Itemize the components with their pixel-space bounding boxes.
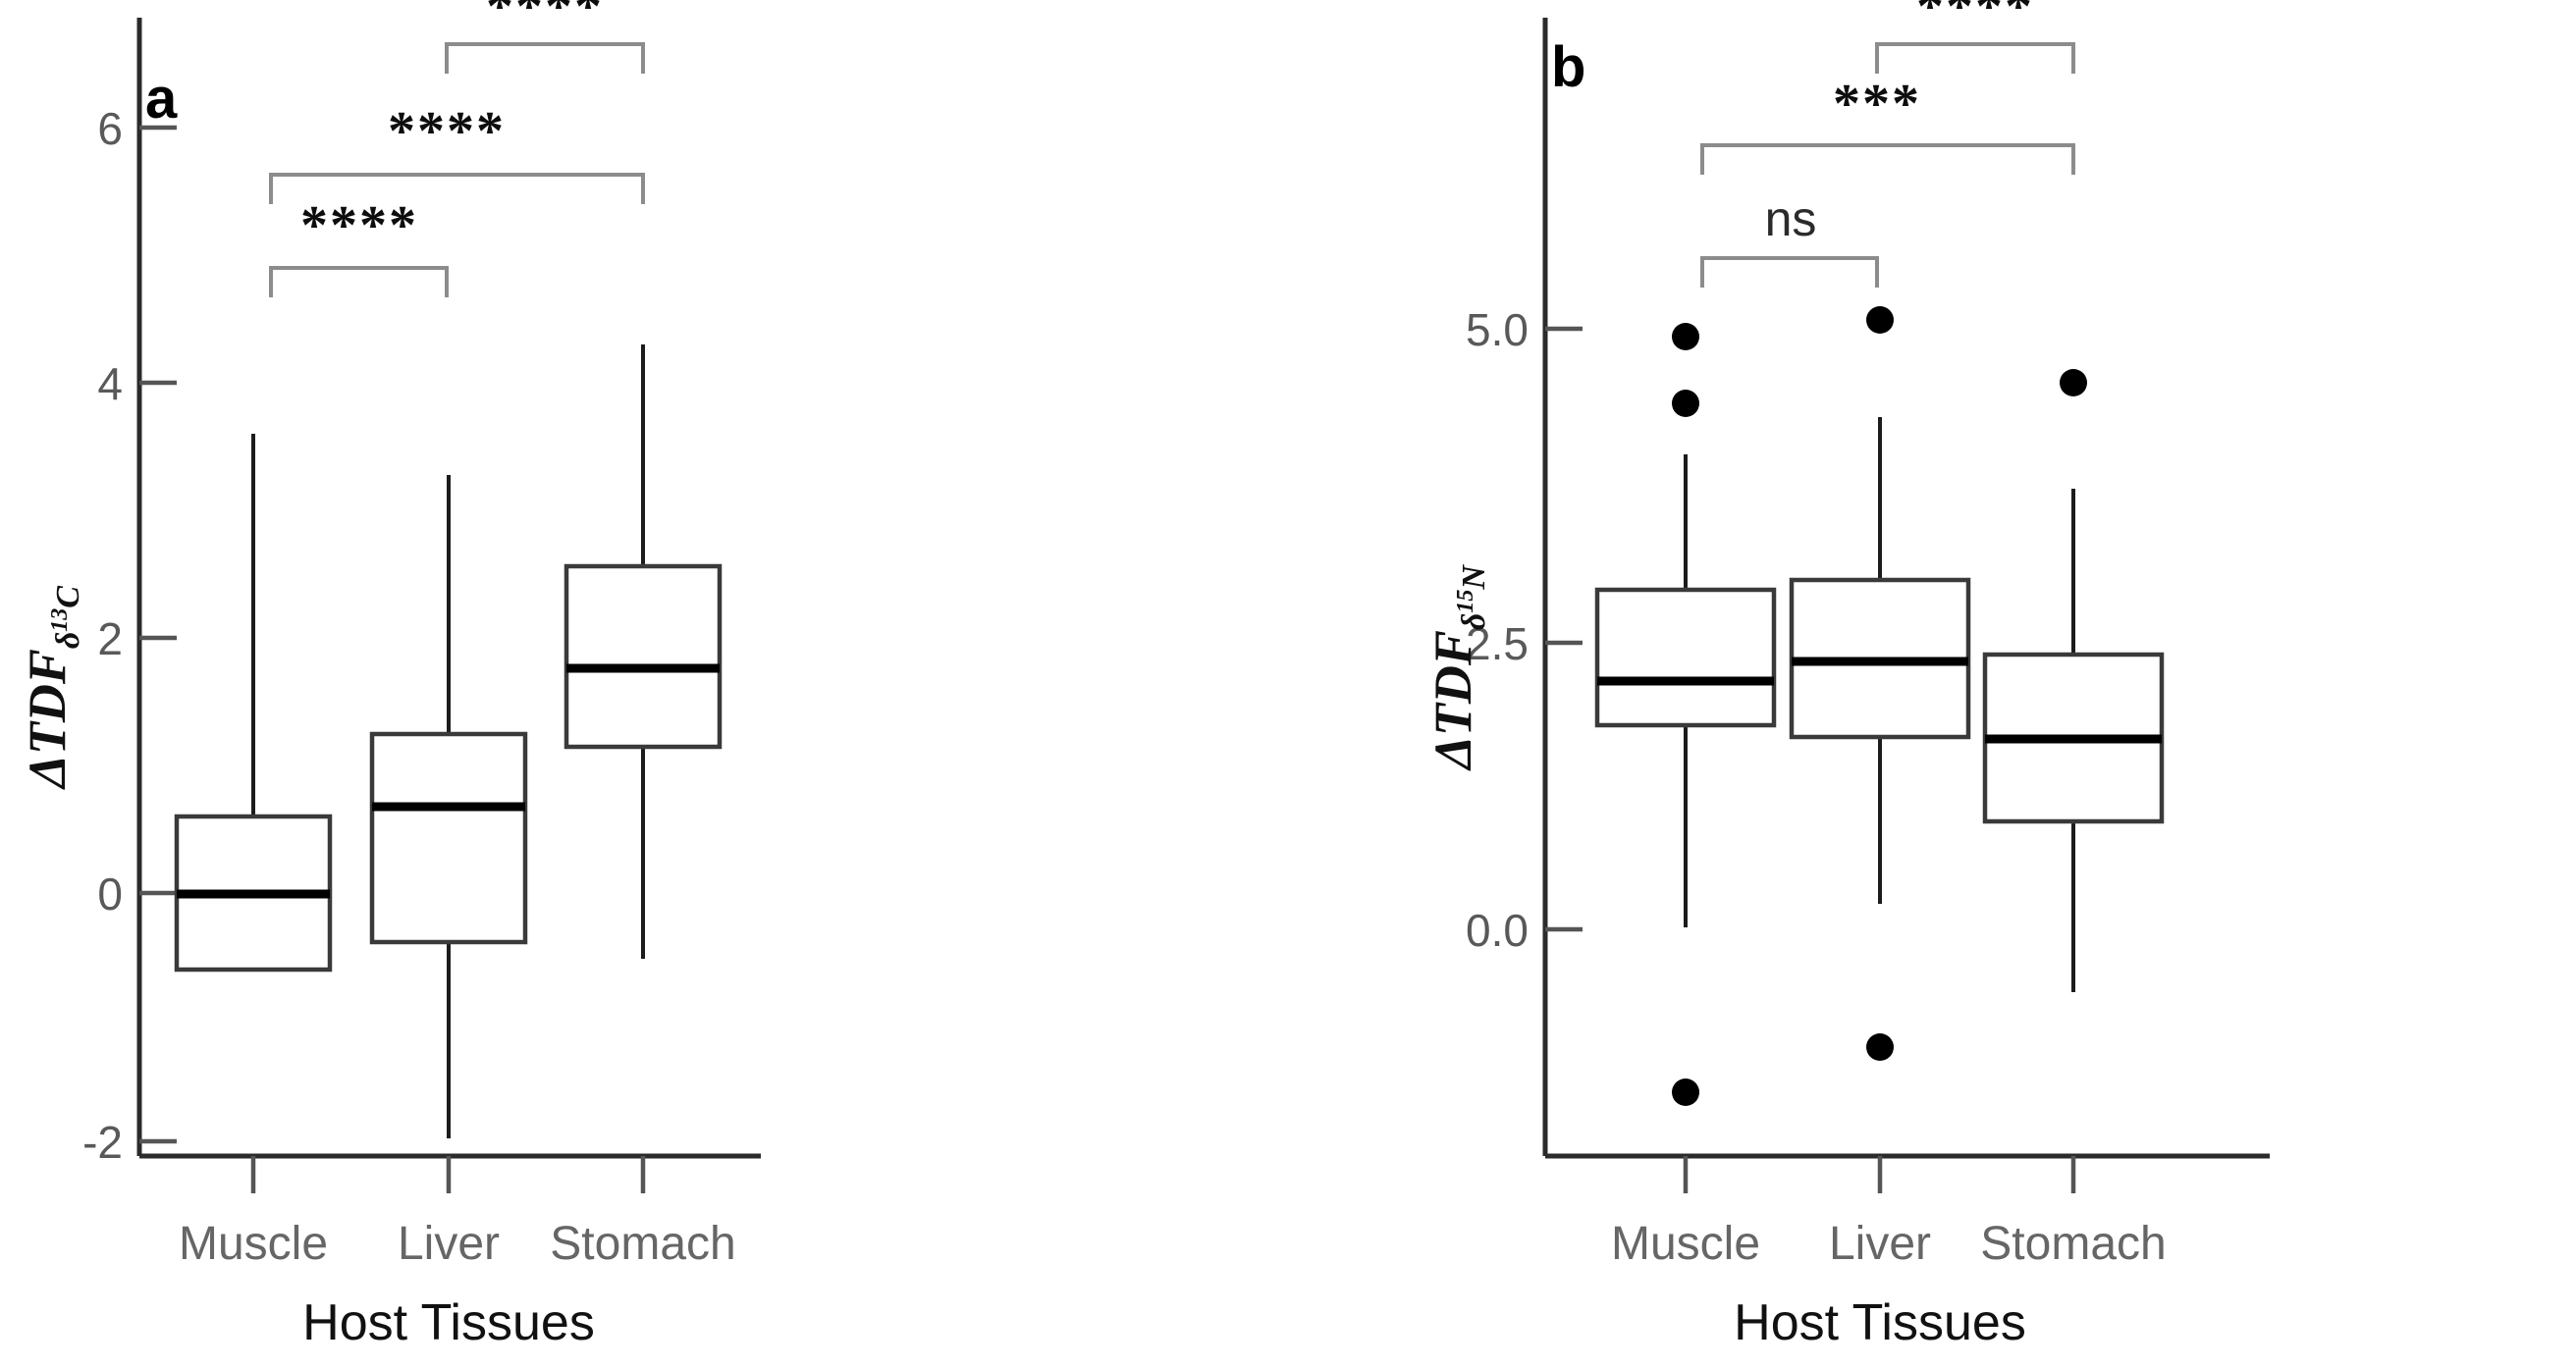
panel-b-outlier bbox=[1866, 306, 1894, 334]
y-tick-label: 6 bbox=[97, 103, 123, 154]
panel-b-cat-stomach: Stomach bbox=[1980, 1218, 2166, 1270]
sig-label: **** bbox=[388, 101, 506, 162]
ylabel-element: C bbox=[50, 586, 86, 608]
ylabel-delta-symbol: δ bbox=[50, 632, 86, 649]
ylabel-delta-tdf: ΔTDF bbox=[18, 649, 77, 790]
panel-b-y-axis-title: ΔTDFδ15N bbox=[1423, 564, 1492, 771]
svg-text:ΔTDFδ13C: ΔTDFδ13C bbox=[18, 586, 86, 790]
panel-b-cat-muscle: Muscle bbox=[1611, 1218, 1760, 1270]
panel-b-y-tick-labels: 0.0 2.5 5.0 bbox=[1466, 304, 1529, 956]
ylabel-superscript: 15 bbox=[1453, 590, 1478, 613]
panel-b-outlier bbox=[1672, 323, 1699, 350]
sig-label: **** bbox=[300, 195, 418, 256]
panel-b-x-axis-title: Host Tissues bbox=[1734, 1294, 2026, 1351]
panel-a-cat-muscle: Muscle bbox=[179, 1218, 328, 1270]
panel-a-cat-liver: Liver bbox=[398, 1218, 500, 1270]
panel-a-y-tick-labels: -2 0 2 4 6 bbox=[82, 103, 123, 1168]
panel-a-box-stomach[interactable] bbox=[564, 344, 723, 959]
panel-a-y-axis-title: ΔTDFδ13C bbox=[18, 586, 86, 790]
panel-a-sig-muscle-liver: **** bbox=[269, 195, 449, 297]
panel-a-x-ticks bbox=[250, 1156, 646, 1193]
panel-b-outlier bbox=[1672, 390, 1699, 417]
panel-b-letter: b bbox=[1551, 35, 1585, 99]
y-tick-label: 2 bbox=[97, 613, 123, 664]
svg-text:ΔTDFδ15N: ΔTDFδ15N bbox=[1423, 564, 1492, 771]
ylabel-delta-symbol: δ bbox=[1456, 613, 1492, 630]
panel-b-box-stomach[interactable] bbox=[1982, 369, 2165, 992]
panel-a-box-muscle[interactable] bbox=[174, 434, 333, 973]
sig-label: ns bbox=[1765, 191, 1817, 246]
y-tick-label: 2.5 bbox=[1466, 618, 1529, 669]
ylabel-element: N bbox=[1456, 564, 1492, 591]
panel-b-x-ticks bbox=[1683, 1156, 2076, 1193]
panel-a: -2 0 2 4 6 ΔTDFδ13C a bbox=[18, 0, 761, 1351]
panel-a-cat-stomach: Stomach bbox=[550, 1218, 735, 1270]
panel-b-cat-liver: Liver bbox=[1829, 1218, 1931, 1270]
panel-b-outlier bbox=[1672, 1079, 1699, 1106]
panel-b-sig-muscle-liver: ns bbox=[1700, 191, 1879, 288]
y-tick-label: 5.0 bbox=[1466, 304, 1529, 355]
sig-label: *** bbox=[1833, 74, 1921, 134]
panel-b-sig-muscle-stomach: *** bbox=[1700, 74, 2075, 175]
panel-a-y-ticks bbox=[139, 125, 177, 1144]
panel-b-outlier bbox=[2060, 369, 2087, 396]
panel-b: 0.0 2.5 5.0 ΔTDFδ15N b bbox=[1423, 0, 2270, 1351]
ylabel-delta-tdf: ΔTDF bbox=[1423, 630, 1482, 771]
panel-b-outlier bbox=[1866, 1033, 1894, 1061]
panel-b-box-liver[interactable] bbox=[1789, 306, 1971, 1061]
y-tick-label: 0 bbox=[97, 868, 123, 920]
y-tick-label: 4 bbox=[97, 358, 123, 409]
panel-b-y-ticks bbox=[1545, 326, 1583, 932]
panel-a-box-liver[interactable] bbox=[369, 475, 528, 1138]
panel-a-sig-muscle-stomach: **** bbox=[269, 101, 645, 204]
sig-label: **** bbox=[1916, 0, 2034, 37]
panel-a-sig-liver-stomach: **** bbox=[445, 0, 645, 74]
panel-a-x-axis-title: Host Tissues bbox=[302, 1294, 595, 1351]
sig-label: **** bbox=[486, 0, 604, 37]
y-tick-label: 0.0 bbox=[1466, 905, 1529, 956]
panel-a-letter: a bbox=[145, 67, 178, 131]
panel-b-box-muscle[interactable] bbox=[1594, 323, 1777, 1106]
ylabel-superscript: 13 bbox=[47, 608, 73, 632]
y-tick-label: -2 bbox=[82, 1117, 123, 1168]
panel-b-sig-liver-stomach: **** bbox=[1875, 0, 2075, 74]
